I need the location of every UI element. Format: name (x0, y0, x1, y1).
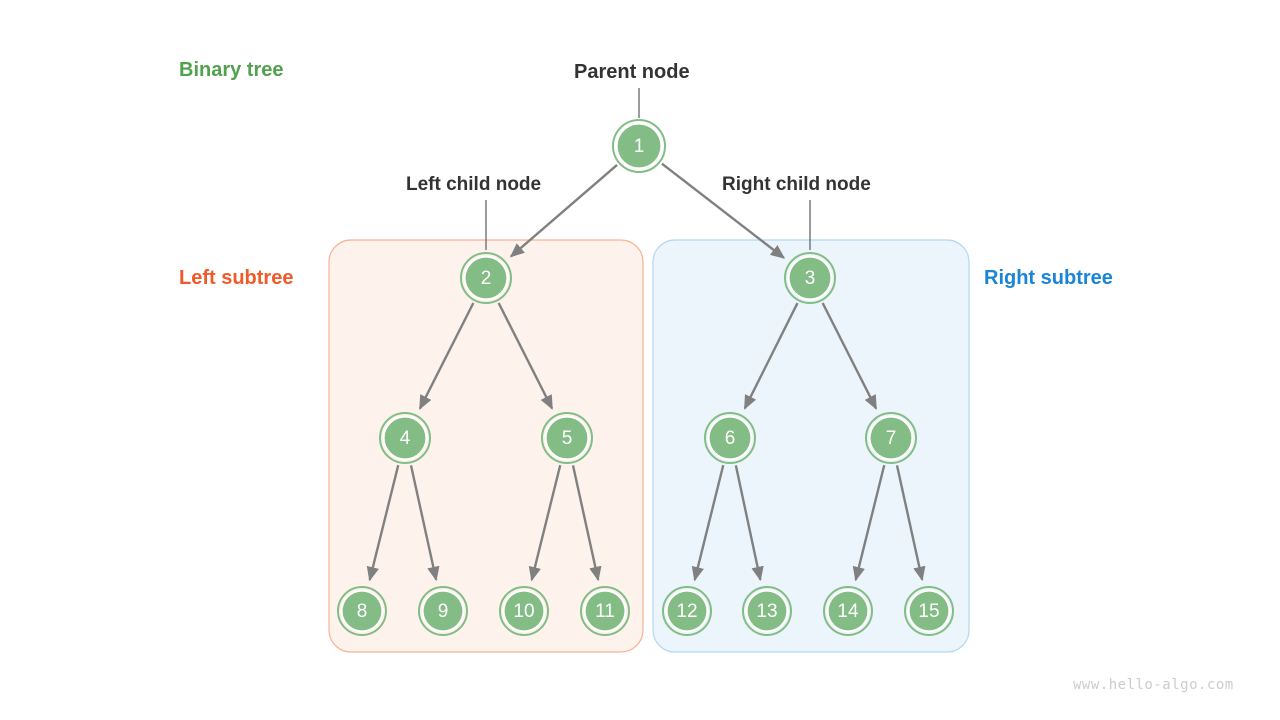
tree-node-4[interactable]: 4 (379, 412, 431, 464)
node-outer-ring (784, 252, 836, 304)
node-fill-circle (709, 417, 751, 459)
tree-edge-7-to-15 (895, 465, 926, 582)
node-fill-circle (423, 591, 463, 631)
tree-node-5[interactable]: 5 (541, 412, 593, 464)
node-value-label: 14 (837, 601, 859, 622)
node-outer-ring (580, 586, 630, 636)
tree-node-6[interactable]: 6 (704, 412, 756, 464)
annotation-parent-node: Parent node (574, 61, 690, 83)
watermark: www.hello-algo.com (1073, 677, 1234, 693)
left-subtree-label: Left subtree (179, 267, 294, 289)
node-fill-circle (585, 591, 625, 631)
node-value-label: 9 (438, 601, 449, 622)
annotation-right-child-node: Right child node (722, 174, 871, 195)
tree-edge-3-to-6 (743, 302, 799, 410)
tree-edge-2-to-5 (497, 302, 554, 410)
tree-node-2[interactable]: 2 (460, 252, 512, 304)
node-value-label: 7 (886, 428, 897, 449)
node-value-label: 12 (676, 601, 697, 622)
node-value-label: 10 (513, 601, 534, 622)
right-subtree-label: Right subtree (984, 267, 1113, 289)
node-value-label: 8 (357, 601, 368, 622)
node-value-label: 13 (756, 601, 777, 622)
node-fill-circle (870, 417, 912, 459)
tree-node-7[interactable]: 7 (865, 412, 917, 464)
subtree-regions (328, 239, 970, 653)
right-subtree-box (652, 239, 970, 653)
tree-node-11[interactable]: 11 (580, 586, 630, 636)
tree-edges (366, 162, 926, 582)
tree-edge-6-to-12 (691, 464, 725, 582)
left-subtree-box (328, 239, 644, 653)
node-value-label: 1 (634, 136, 645, 157)
annotation-left-child-node: Left child node (406, 174, 542, 195)
node-fill-circle (465, 257, 507, 299)
node-value-label: 4 (400, 428, 411, 449)
tree-edge-5-to-11 (571, 465, 602, 582)
tree-node-15[interactable]: 15 (904, 586, 954, 636)
tree-node-8[interactable]: 8 (337, 586, 387, 636)
page-title: Binary tree (179, 59, 284, 81)
node-fill-circle (504, 591, 544, 631)
tree-edge-7-to-14 (852, 464, 886, 582)
tree-edge-5-to-10 (528, 464, 562, 582)
tree-edge-3-to-7 (821, 302, 878, 410)
node-outer-ring (337, 586, 387, 636)
node-fill-circle (747, 591, 787, 631)
node-outer-ring (418, 586, 468, 636)
node-fill-circle (909, 591, 949, 631)
tree-node-9[interactable]: 9 (418, 586, 468, 636)
node-fill-circle (789, 257, 831, 299)
node-fill-circle (828, 591, 868, 631)
node-outer-ring (865, 412, 917, 464)
node-fill-circle (342, 591, 382, 631)
node-outer-ring (662, 586, 712, 636)
node-fill-circle (617, 124, 661, 168)
tree-node-10[interactable]: 10 (499, 586, 549, 636)
tree-node-13[interactable]: 13 (742, 586, 792, 636)
node-outer-ring (499, 586, 549, 636)
tree-node-14[interactable]: 14 (823, 586, 873, 636)
node-outer-ring (823, 586, 873, 636)
node-outer-ring (904, 586, 954, 636)
annotation-pointers (485, 88, 811, 250)
node-value-label: 5 (562, 428, 573, 449)
node-outer-ring (704, 412, 756, 464)
node-outer-ring (460, 252, 512, 304)
node-value-label: 2 (481, 268, 492, 289)
tree-edge-1-to-2 (509, 164, 618, 258)
node-fill-circle (384, 417, 426, 459)
node-outer-ring (612, 119, 666, 173)
tree-edge-1-to-3 (661, 162, 786, 259)
node-value-label: 15 (918, 601, 939, 622)
node-outer-ring (541, 412, 593, 464)
tree-node-3[interactable]: 3 (784, 252, 836, 304)
tree-edge-4-to-9 (409, 465, 440, 582)
tree-node-12[interactable]: 12 (662, 586, 712, 636)
node-fill-circle (546, 417, 588, 459)
node-outer-ring (742, 586, 792, 636)
tree-edge-6-to-13 (734, 465, 764, 582)
node-value-label: 11 (595, 601, 615, 622)
tree-edge-2-to-4 (418, 302, 475, 410)
tree-node-1[interactable]: 1 (612, 119, 666, 173)
tree-edge-4-to-8 (366, 464, 400, 582)
node-value-label: 3 (805, 268, 816, 289)
node-value-label: 6 (725, 428, 736, 449)
node-fill-circle (667, 591, 707, 631)
node-outer-ring (379, 412, 431, 464)
